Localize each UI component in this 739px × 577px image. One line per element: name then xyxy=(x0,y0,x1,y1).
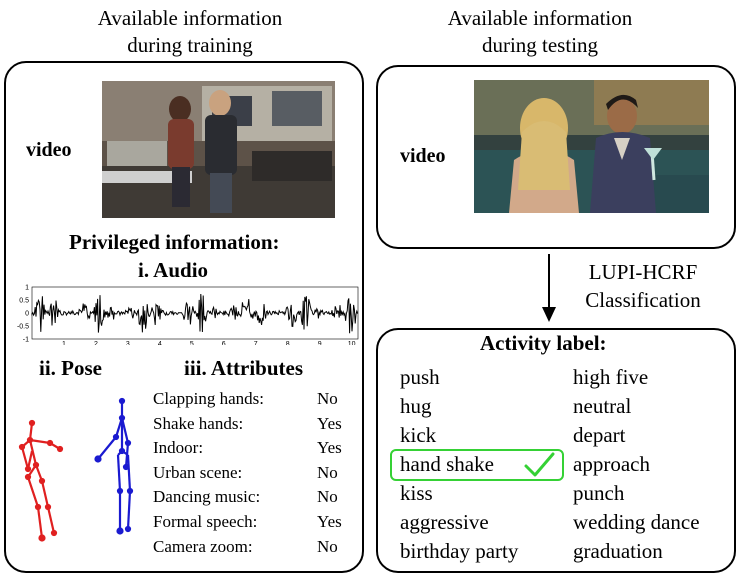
attribute-value: No xyxy=(317,462,338,482)
activity-item: punch xyxy=(573,481,625,505)
audio-waveform-plot: 1 0.5 0 -0.5 -1 1 2 3 4 5 6 7 8 9 10 xyxy=(17,285,359,345)
activity-item: depart xyxy=(573,423,626,447)
attribute-name: Dancing music: xyxy=(153,487,261,507)
attribute-value: Yes xyxy=(317,512,342,531)
audio-x-tick: 8 xyxy=(286,341,290,345)
audio-x-tick: 4 xyxy=(158,341,162,345)
audio-y-tick: -0.5 xyxy=(17,324,29,331)
audio-y-tick: 0.5 xyxy=(19,298,29,305)
training-video-label: video xyxy=(26,139,72,161)
audio-x-tick: 2 xyxy=(94,341,98,345)
audio-plot-frame xyxy=(31,286,359,340)
attribute-name: Formal speech: xyxy=(153,512,258,531)
pose-skeletons xyxy=(18,397,134,542)
attribute-name: Urban scene: xyxy=(153,462,243,482)
attribute-value: Yes xyxy=(317,438,342,458)
audio-x-tick: 7 xyxy=(254,341,258,345)
attribute-name: Shake hands: xyxy=(153,413,244,433)
attribute-value: Yes xyxy=(317,413,342,433)
training-heading-line1: Available information xyxy=(97,6,283,30)
activity-item: birthday party xyxy=(400,539,519,563)
audio-title: i. Audio xyxy=(138,258,209,282)
pose-skeleton-left xyxy=(18,419,64,542)
audio-y-tick: 1 xyxy=(25,285,29,292)
classifier-line2: Classification xyxy=(585,288,701,312)
classifier-label: LUPI-HCRF Classification xyxy=(568,258,718,314)
audio-y-tick: 0 xyxy=(25,311,29,318)
attribute-name: Camera zoom: xyxy=(153,536,253,556)
activity-item: approach xyxy=(573,452,650,476)
activity-item: hug xyxy=(400,394,432,418)
activity-title: Activity label: xyxy=(480,331,607,355)
audio-waveform xyxy=(31,293,359,334)
activity-item: hand shake xyxy=(400,452,494,476)
testing-heading-line2: during testing xyxy=(481,33,599,57)
attribute-name: Clapping hands: xyxy=(153,389,264,408)
audio-x-tick: 6 xyxy=(222,341,226,345)
audio-x-tick: 3 xyxy=(126,341,130,345)
testing-heading: Available information during testing xyxy=(410,5,670,59)
attribute-value: No xyxy=(317,536,338,556)
activity-item: neutral xyxy=(573,394,632,418)
audio-x-tick: 10 xyxy=(348,341,356,345)
audio-x-tick: 1 xyxy=(62,341,66,345)
activity-item: wedding dance xyxy=(573,510,700,534)
activity-item: kick xyxy=(400,423,437,447)
training-heading: Available information during training xyxy=(60,5,320,59)
pose-title: ii. Pose xyxy=(39,356,102,380)
down-arrow-icon xyxy=(542,254,556,322)
attribute-name: Indoor: xyxy=(153,438,204,458)
audio-x-tick: 9 xyxy=(318,341,322,345)
check-icon xyxy=(524,452,555,477)
testing-video-label: video xyxy=(400,145,446,167)
activity-item: kiss xyxy=(400,481,433,505)
audio-x-tick: 5 xyxy=(190,341,194,345)
privileged-info-title: Privileged information: xyxy=(69,230,280,254)
audio-y-tick: -1 xyxy=(23,337,29,344)
testing-heading-line1: Available information xyxy=(447,6,633,30)
activity-item: graduation xyxy=(573,539,663,563)
activity-item: aggressive xyxy=(400,510,489,534)
training-video-frame xyxy=(102,81,335,218)
pose-skeleton-right xyxy=(94,397,134,535)
attributes-title: iii. Attributes xyxy=(184,356,303,380)
attribute-value: No xyxy=(317,389,338,408)
selected-activity-highlight xyxy=(390,449,564,481)
activity-item: push xyxy=(400,365,440,389)
activity-item: high five xyxy=(573,365,649,389)
training-heading-line2: during training xyxy=(127,33,253,57)
testing-video-frame xyxy=(474,80,709,213)
attribute-value: No xyxy=(317,487,338,507)
classifier-line1: LUPI-HCRF xyxy=(588,260,698,284)
